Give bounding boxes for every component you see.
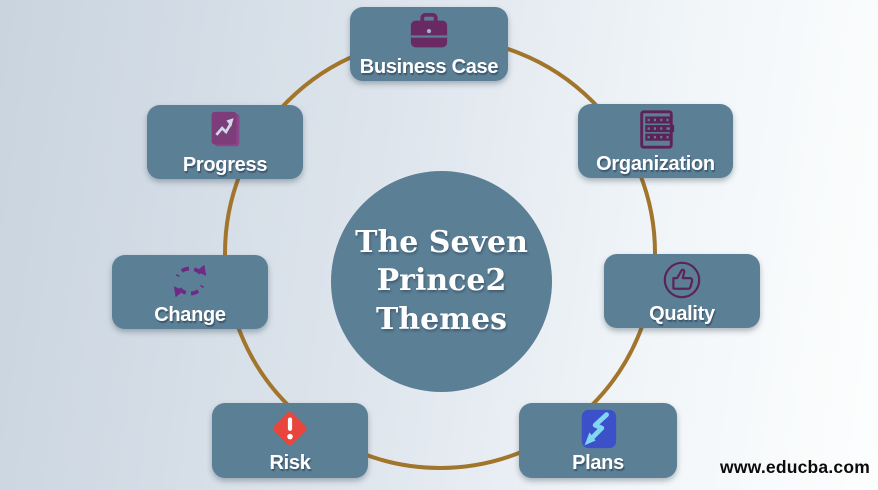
theme-card-plans: Plans <box>519 403 677 478</box>
chart-page-icon <box>211 111 240 146</box>
theme-label: Plans <box>572 452 624 474</box>
theme-label: Quality <box>649 302 715 325</box>
educba-watermark: www.educba.com <box>720 457 870 477</box>
theme-label: Business Case <box>359 55 499 78</box>
grid-icon <box>639 109 674 149</box>
thumbs-up-icon <box>663 261 701 298</box>
theme-card-organization: Organization <box>578 104 733 178</box>
theme-card-change: Change <box>112 255 268 329</box>
theme-card-progress: Progress <box>147 105 303 179</box>
theme-label: Risk <box>269 452 311 474</box>
theme-card-risk: Risk <box>212 403 368 478</box>
briefcase-icon <box>410 12 448 47</box>
refresh-arrows-icon <box>173 264 207 297</box>
theme-label: Progress <box>182 153 268 176</box>
title-line-1: The Seven <box>355 224 528 260</box>
title-line-3: Themes <box>376 301 507 337</box>
theme-card-business-case: Business Case <box>350 7 508 81</box>
theme-label: Organization <box>596 152 715 175</box>
center-title-circle: The Seven Prince2 Themes <box>331 171 552 392</box>
lightning-arrow-icon <box>581 409 617 449</box>
theme-card-quality: Quality <box>604 254 760 328</box>
theme-label: Change <box>154 303 226 326</box>
warning-diamond-icon <box>273 411 307 446</box>
title-line-2: Prince2 <box>376 263 507 299</box>
